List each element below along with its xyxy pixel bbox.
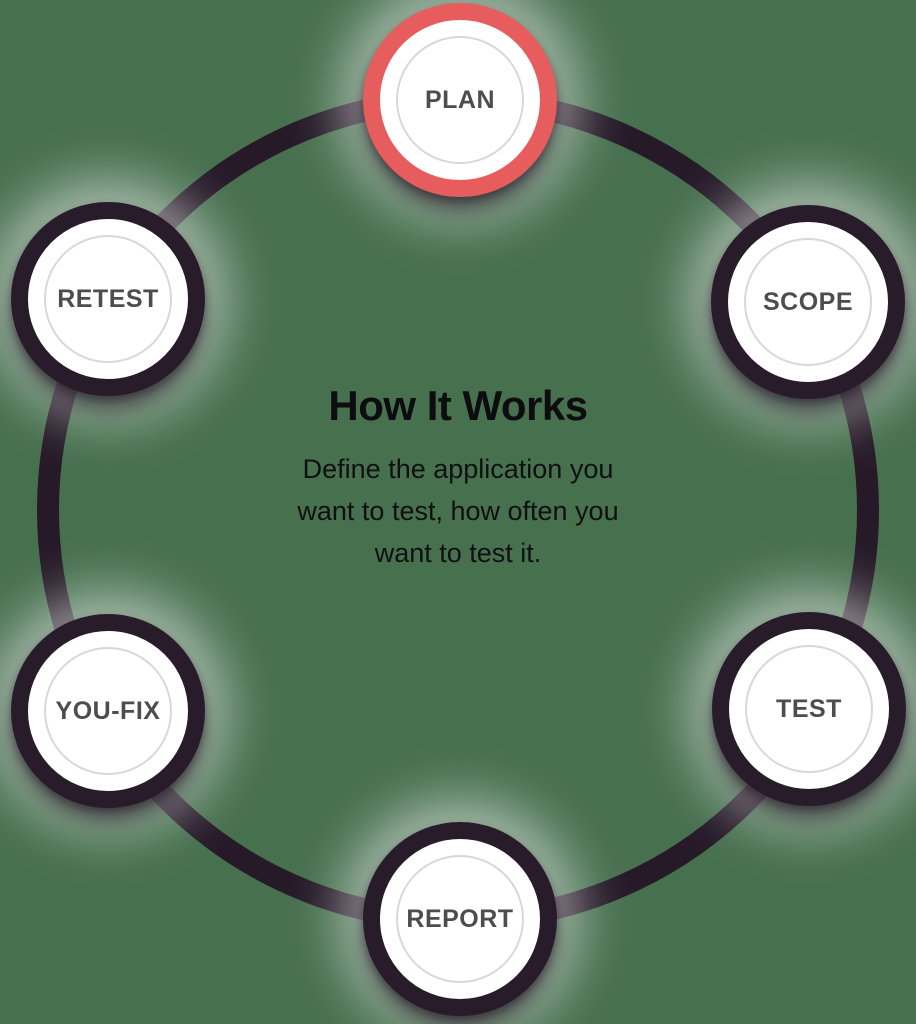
step-node-test[interactable]: TEST bbox=[712, 612, 906, 806]
section-title: How It Works bbox=[328, 382, 588, 429]
step-node-inner-circle: TEST bbox=[745, 645, 873, 773]
step-label-you-fix: YOU-FIX bbox=[55, 696, 161, 725]
step-node-you-fix[interactable]: YOU-FIX bbox=[11, 614, 205, 808]
step-node-inner-circle: SCOPE bbox=[744, 238, 872, 366]
step-node-scope[interactable]: SCOPE bbox=[711, 205, 905, 399]
step-node-inner-circle: YOU-FIX bbox=[44, 647, 172, 775]
step-description-line: want to test, how often you bbox=[297, 496, 619, 527]
step-label-plan: PLAN bbox=[424, 85, 496, 114]
step-description: Define the application you want to test,… bbox=[0, 448, 916, 574]
step-node-plan[interactable]: PLAN bbox=[363, 3, 557, 197]
step-node-inner-circle: RETEST bbox=[44, 235, 172, 363]
step-node-inner-circle: PLAN bbox=[396, 36, 524, 164]
step-node-report[interactable]: REPORT bbox=[363, 822, 557, 1016]
step-label-retest: RETEST bbox=[57, 284, 159, 313]
step-description-line: Define the application you bbox=[302, 454, 614, 485]
step-label-report: REPORT bbox=[406, 904, 514, 933]
step-node-retest[interactable]: RETEST bbox=[11, 202, 205, 396]
step-label-test: TEST bbox=[776, 694, 842, 723]
step-description-line: want to test it. bbox=[374, 538, 542, 569]
center-text-block: How It Works Define the application you … bbox=[0, 382, 916, 574]
step-label-scope: SCOPE bbox=[762, 287, 854, 316]
step-node-inner-circle: REPORT bbox=[396, 855, 524, 983]
